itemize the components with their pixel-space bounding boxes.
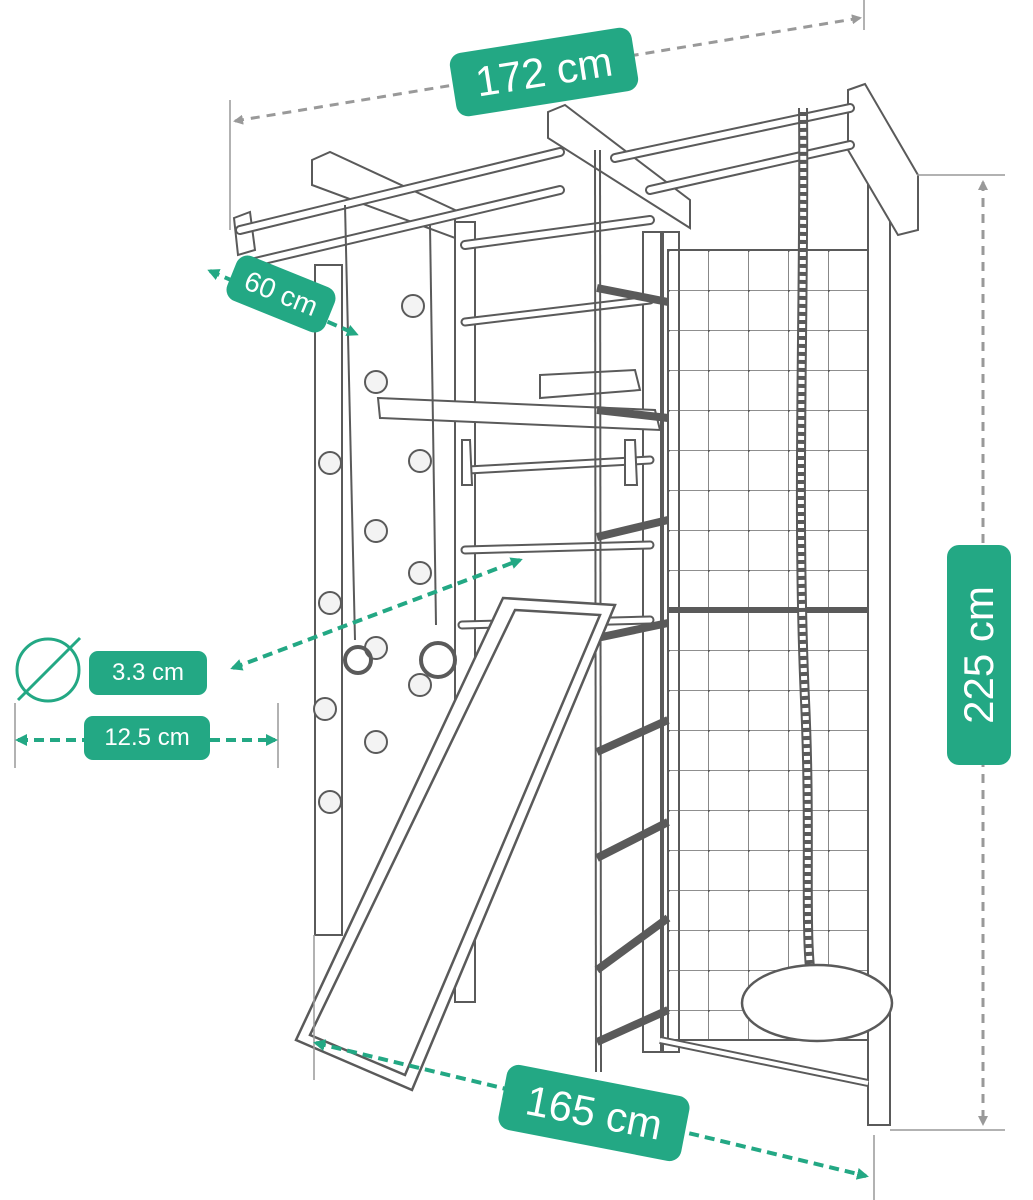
swing-disc <box>740 963 894 1043</box>
top-beam-middle <box>547 103 691 230</box>
diameter-pointer-line <box>230 557 523 671</box>
bar-diameter-label: 3.3 cm <box>89 651 207 695</box>
width-dimension-line <box>229 0 865 230</box>
height-label: 225 cm <box>947 545 1011 765</box>
base-rails <box>659 1036 869 1087</box>
pull-up-platform <box>376 368 662 486</box>
diameter-icon <box>15 636 82 703</box>
bar-spacing-label: 12.5 cm <box>84 716 210 760</box>
rope-ladder <box>594 149 671 1073</box>
depth-dimension-line <box>207 269 359 336</box>
base-dimension-line <box>313 935 875 1200</box>
climbing-net <box>667 249 869 1041</box>
wall-rungs-left <box>457 295 655 630</box>
top-bars <box>235 103 855 267</box>
